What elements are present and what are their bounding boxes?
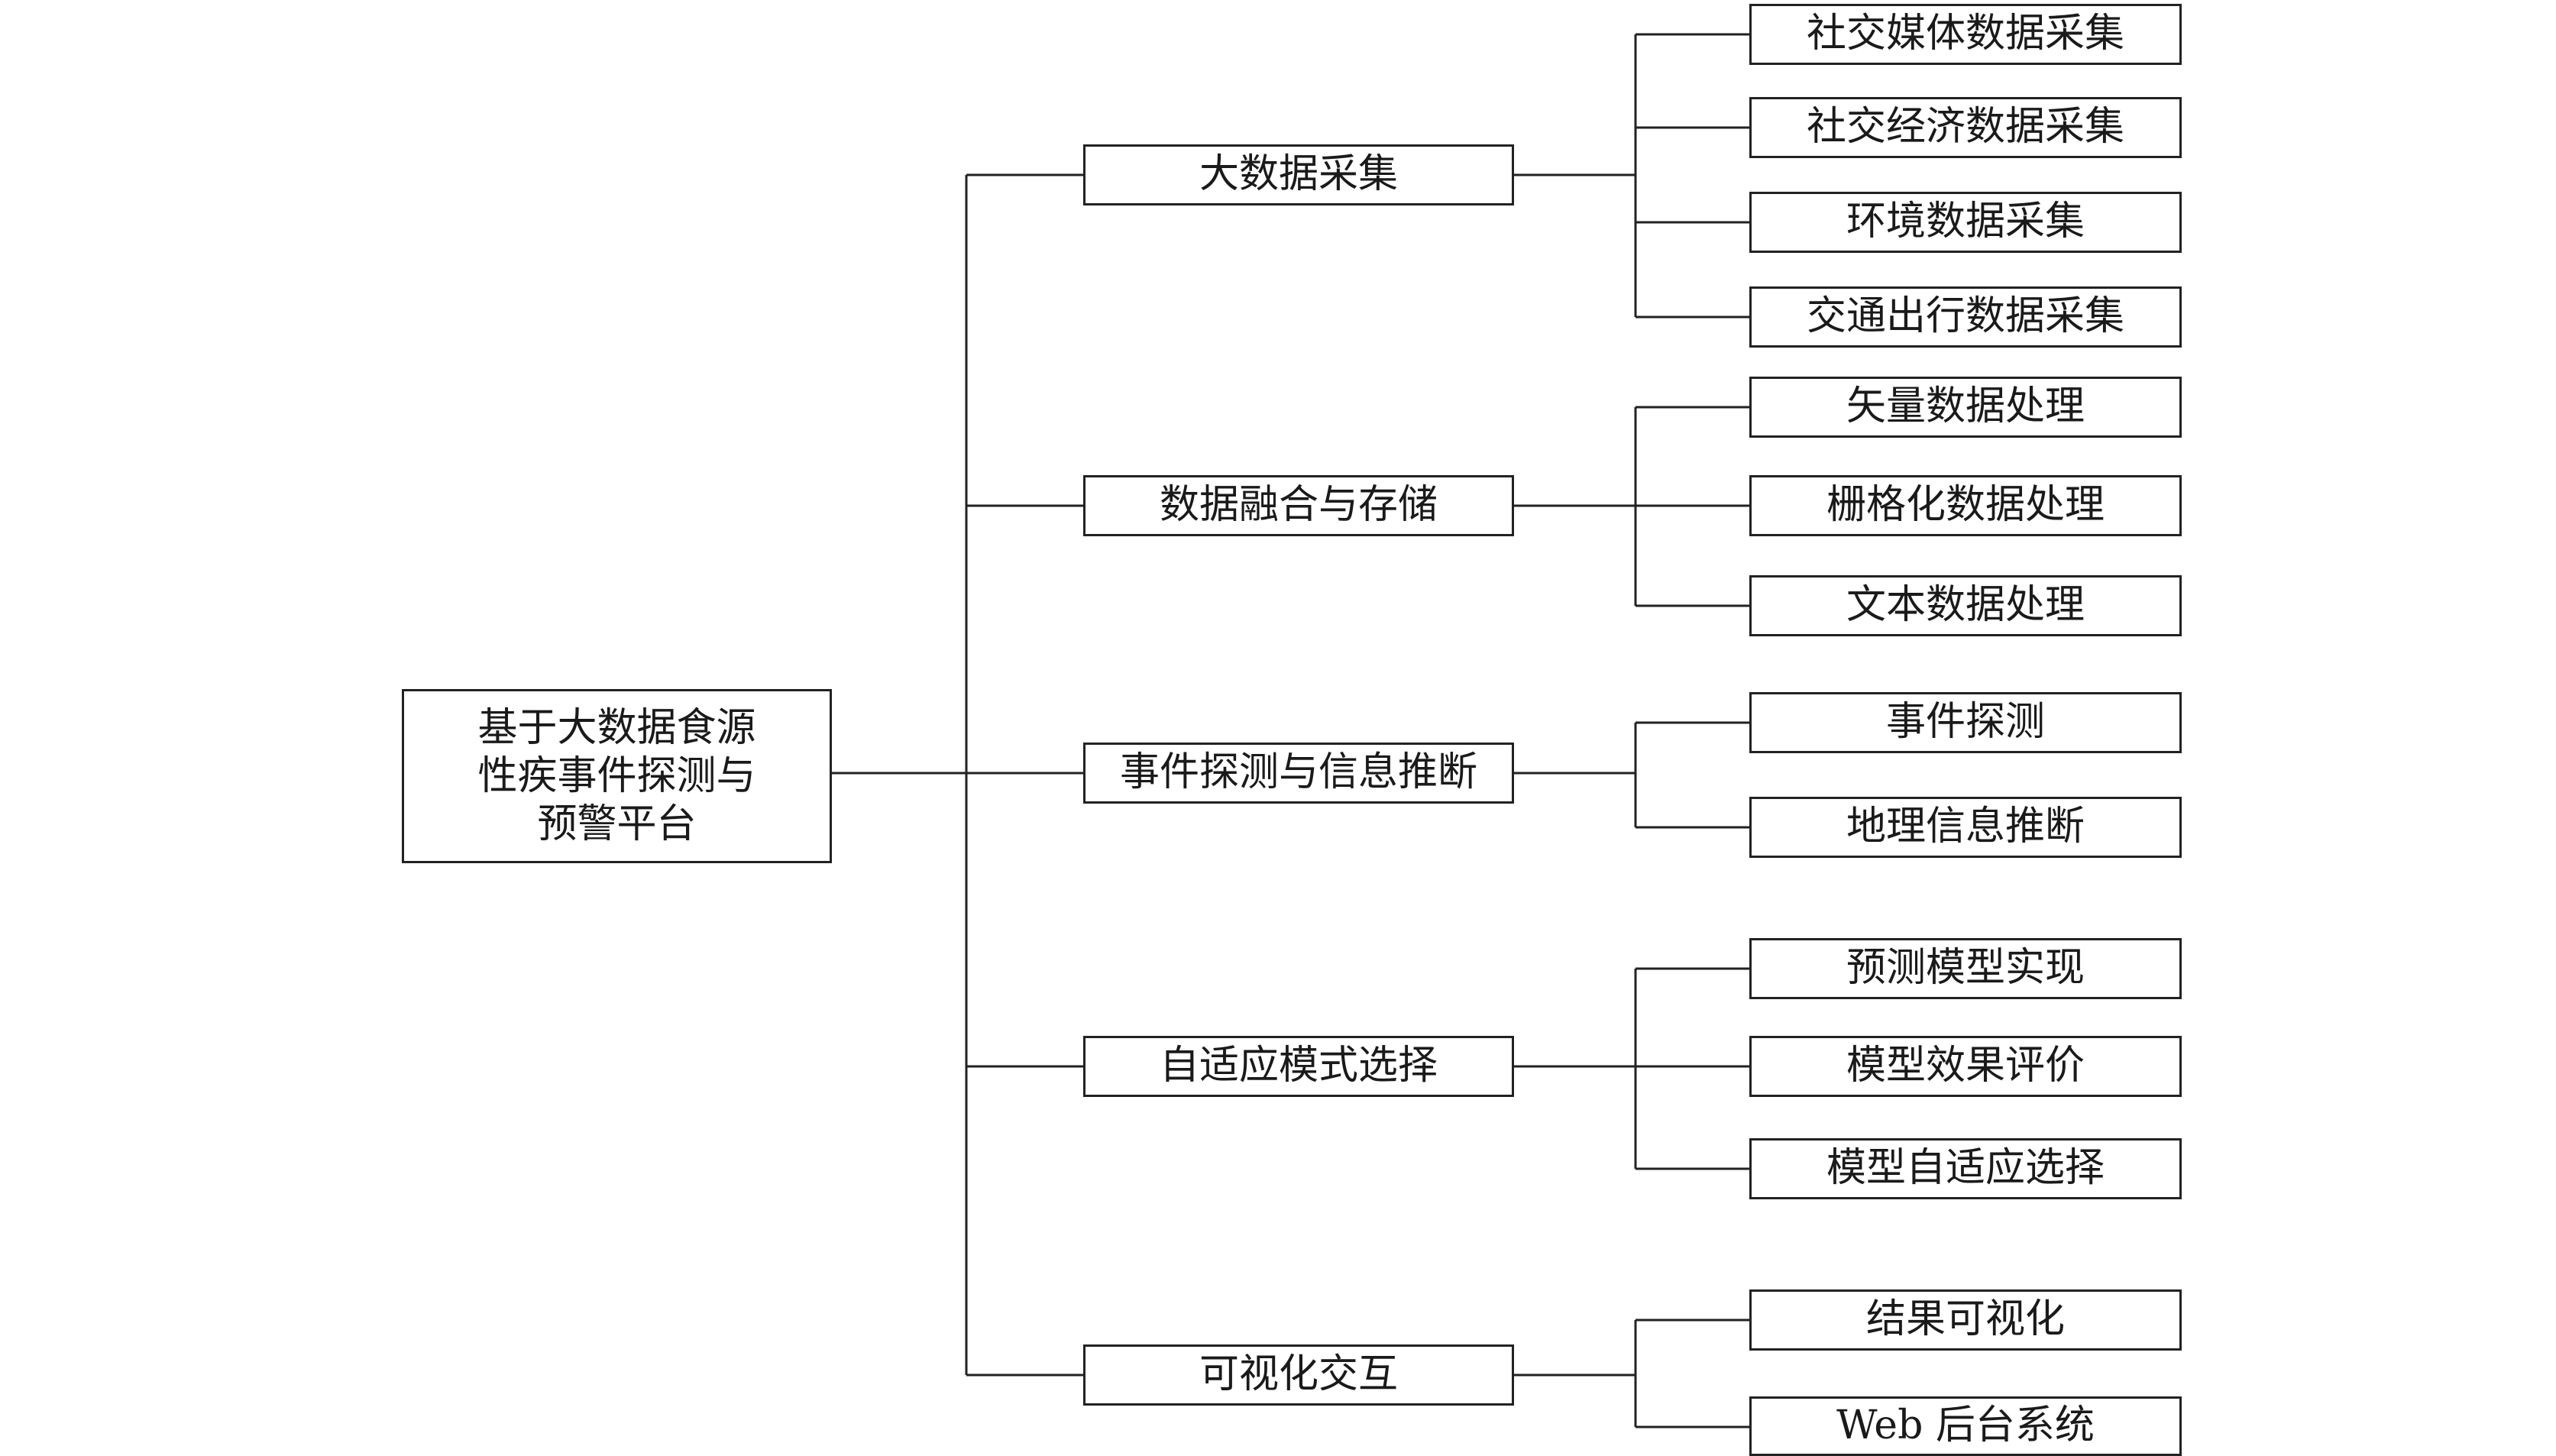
- root-line-2: 性疾事件探测与: [477, 752, 756, 799]
- leaf-node: 预测模型实现: [1749, 938, 2182, 999]
- leaf-label: 地理信息推断: [1846, 804, 2085, 850]
- module-node-data-fusion: 数据融合与存储: [1083, 475, 1514, 536]
- leaf-label: 事件探测: [1885, 699, 2045, 746]
- leaf-node: 事件探测: [1749, 692, 2182, 753]
- leaf-node: 模型自适应选择: [1749, 1138, 2182, 1199]
- leaf-node: 栅格化数据处理: [1749, 475, 2182, 536]
- module-label: 数据融合与存储: [1159, 482, 1438, 529]
- leaf-node: 社交媒体数据采集: [1749, 4, 2182, 65]
- leaf-node: 社交经济数据采集: [1749, 97, 2182, 158]
- module-label: 事件探测与信息推断: [1119, 749, 1477, 796]
- root-node: 基于大数据食源 性疾事件探测与 预警平台: [402, 689, 832, 863]
- leaf-label: Web 后台系统: [1836, 1403, 2095, 1449]
- leaf-label: 社交媒体数据采集: [1806, 11, 2124, 57]
- leaf-node: 文本数据处理: [1749, 575, 2182, 636]
- module-node-event-detection: 事件探测与信息推断: [1083, 743, 1514, 804]
- leaf-node: Web 后台系统: [1749, 1396, 2182, 1456]
- leaf-label: 模型效果评价: [1846, 1043, 2085, 1089]
- leaf-label: 交通出行数据采集: [1806, 293, 2124, 340]
- leaf-node: 环境数据采集: [1749, 192, 2182, 253]
- leaf-node: 模型效果评价: [1749, 1036, 2182, 1097]
- leaf-node: 地理信息推断: [1749, 797, 2182, 858]
- module-label: 自适应模式选择: [1159, 1043, 1438, 1089]
- leaf-node: 矢量数据处理: [1749, 377, 2182, 438]
- leaf-label: 社交经济数据采集: [1806, 104, 2124, 150]
- leaf-label: 预测模型实现: [1846, 945, 2085, 992]
- leaf-node: 交通出行数据采集: [1749, 286, 2182, 348]
- leaf-label: 栅格化数据处理: [1826, 482, 2105, 529]
- leaf-label: 结果可视化: [1865, 1296, 2065, 1343]
- leaf-label: 环境数据采集: [1846, 199, 2085, 245]
- module-label: 可视化交互: [1199, 1351, 1398, 1398]
- root-line-1: 基于大数据食源: [477, 704, 756, 751]
- leaf-label: 文本数据处理: [1846, 582, 2085, 629]
- module-node-visualization: 可视化交互: [1083, 1344, 1514, 1406]
- root-line-3: 预警平台: [537, 801, 697, 847]
- leaf-label: 矢量数据处理: [1846, 383, 2085, 430]
- leaf-node: 结果可视化: [1749, 1289, 2182, 1351]
- leaf-label: 模型自适应选择: [1826, 1145, 2105, 1192]
- module-label: 大数据采集: [1199, 151, 1398, 198]
- module-node-adaptive-mode: 自适应模式选择: [1083, 1036, 1514, 1097]
- module-node-data-collection: 大数据采集: [1083, 144, 1514, 205]
